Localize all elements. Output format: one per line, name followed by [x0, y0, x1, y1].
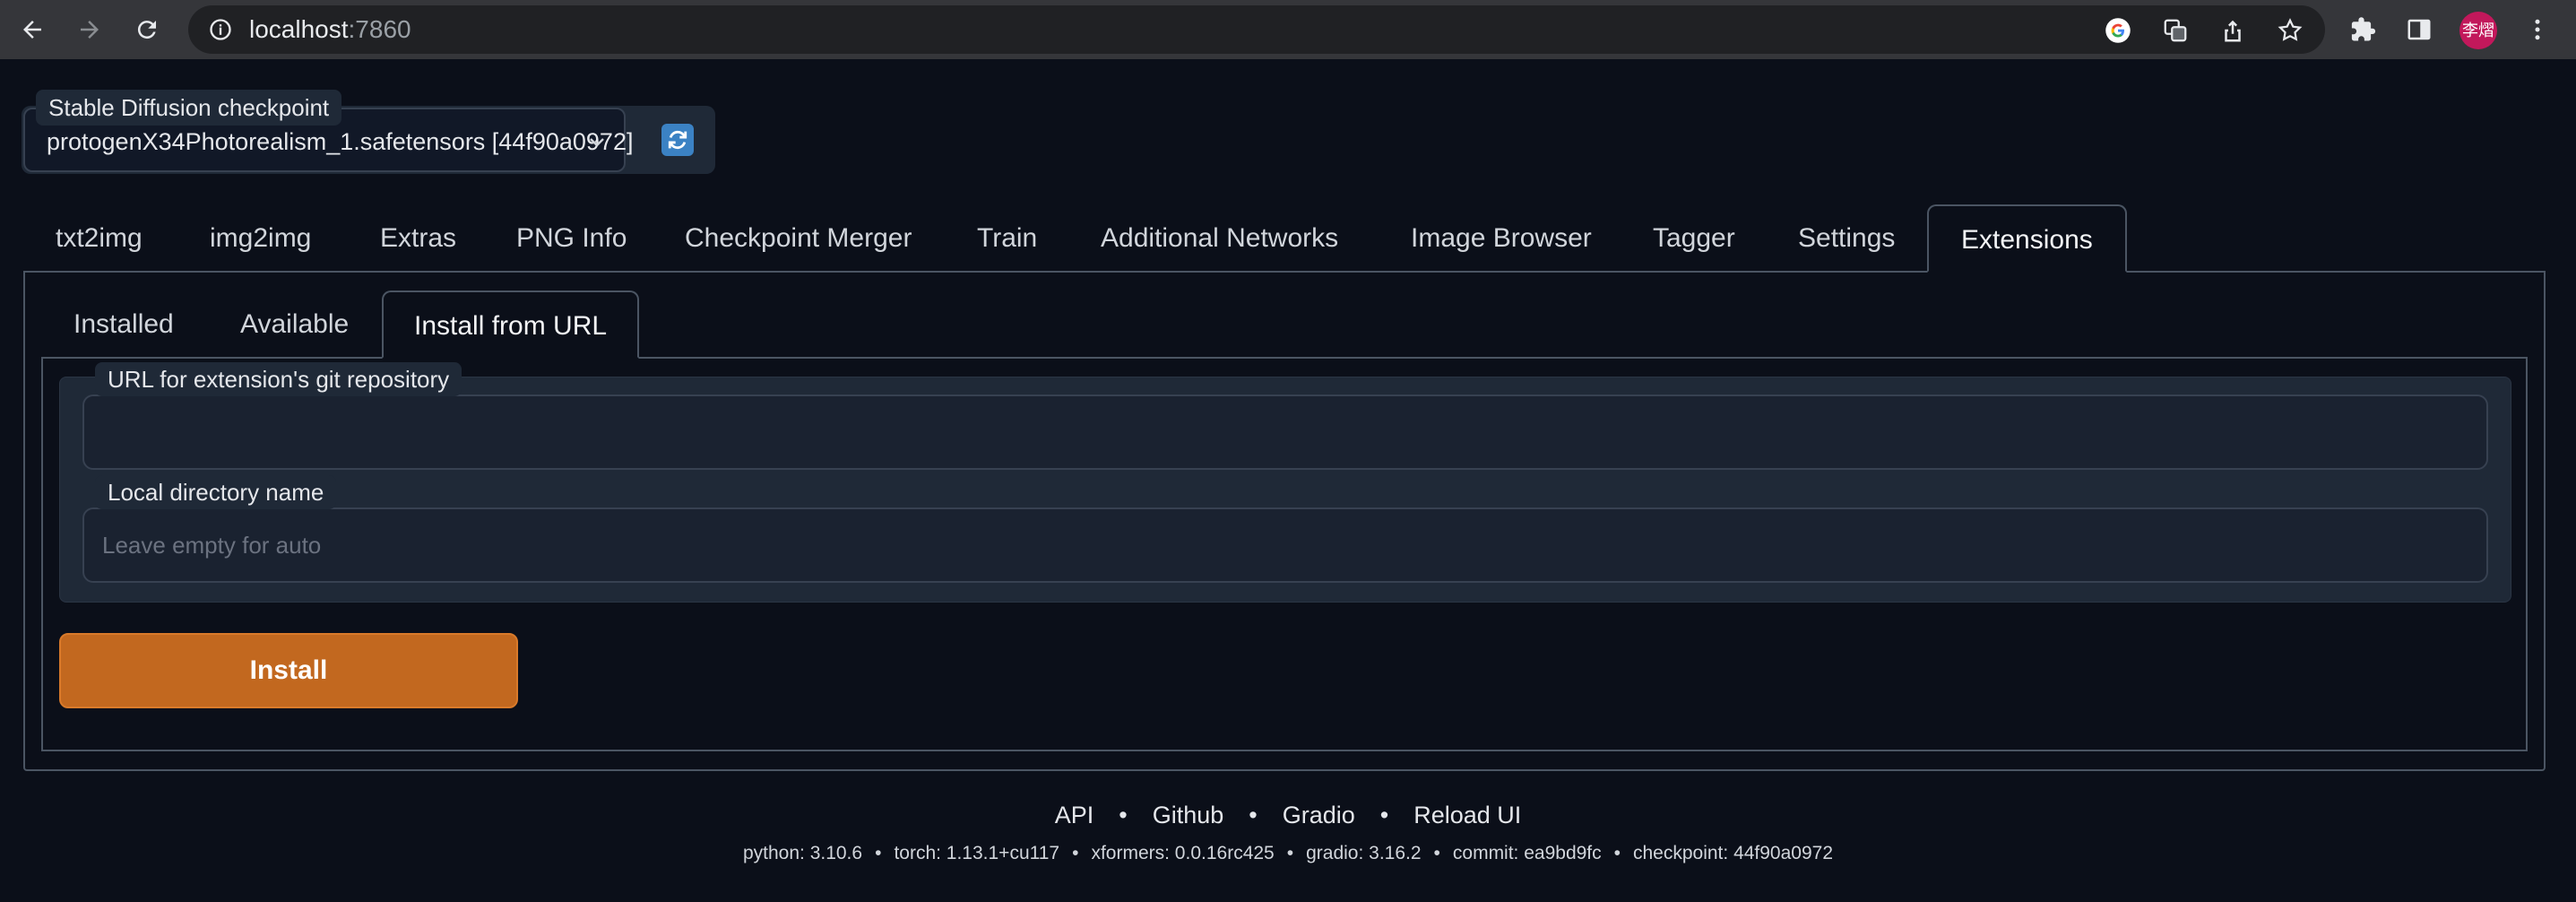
tab-img2img[interactable]: img2img — [210, 223, 312, 253]
directory-field-label: Local directory name — [95, 475, 337, 509]
commit-hash: commit: ea9bd9fc — [1452, 843, 1602, 863]
tab-available[interactable]: Available — [240, 309, 350, 339]
google-icon[interactable] — [2105, 17, 2131, 44]
address-bar[interactable]: localhost:7860 — [188, 5, 2325, 54]
tab-image-browser[interactable]: Image Browser — [1411, 223, 1592, 253]
checkpoint-hash: checkpoint: 44f90a0972 — [1633, 843, 1834, 863]
tab-extensions[interactable]: Extensions — [1927, 204, 2127, 273]
xformers-version: xformers: 0.0.16rc425 — [1091, 843, 1275, 863]
gradio-version: gradio: 3.16.2 — [1306, 843, 1422, 863]
install-from-url-panel — [41, 357, 2528, 751]
refresh-checkpoints-button[interactable] — [661, 124, 694, 156]
python-version: python: 3.10.6 — [742, 843, 863, 863]
tab-extras[interactable]: Extras — [380, 223, 457, 253]
side-panel-icon[interactable] — [2404, 14, 2434, 45]
url-field-label: URL for extension's git repository — [95, 362, 462, 396]
local-directory-input[interactable] — [82, 507, 2488, 583]
kebab-menu-icon[interactable] — [2522, 14, 2553, 45]
forward-arrow-icon[interactable] — [72, 12, 108, 48]
checkpoint-label: Stable Diffusion checkpoint — [36, 90, 342, 126]
browser-toolbar: localhost:7860 李熠 — [0, 0, 2576, 59]
tab-settings[interactable]: Settings — [1798, 223, 1896, 253]
reload-ui-link[interactable]: Reload UI — [1413, 802, 1522, 828]
tab-tagger[interactable]: Tagger — [1653, 223, 1735, 253]
tab-train[interactable]: Train — [977, 223, 1038, 253]
tab-txt2img[interactable]: txt2img — [56, 223, 143, 253]
back-arrow-icon[interactable] — [14, 12, 50, 48]
refresh-icon — [668, 130, 687, 150]
extensions-puzzle-icon[interactable] — [2348, 14, 2379, 45]
url-host: localhost — [249, 15, 349, 43]
extensions-panel — [23, 271, 2546, 771]
tab-png-info[interactable]: PNG Info — [516, 223, 627, 253]
url-text: localhost:7860 — [249, 5, 411, 54]
site-info-icon[interactable] — [208, 17, 233, 42]
tab-additional-networks[interactable]: Additional Networks — [1101, 223, 1339, 253]
translate-icon[interactable] — [2162, 17, 2189, 44]
share-icon[interactable] — [2219, 17, 2246, 44]
tab-checkpoint-merger[interactable]: Checkpoint Merger — [685, 223, 912, 253]
gradio-link[interactable]: Gradio — [1282, 802, 1355, 828]
version-info: python: 3.10.6•torch: 1.13.1+cu117•xform… — [742, 843, 1834, 863]
footer-links: API•Github•Gradio•Reload UI — [1054, 802, 1522, 828]
chevron-down-icon — [586, 131, 608, 152]
reload-icon[interactable] — [129, 12, 165, 48]
bookmark-star-icon[interactable] — [2277, 17, 2304, 44]
tab-installed[interactable]: Installed — [73, 309, 174, 339]
git-url-input[interactable] — [82, 395, 2488, 470]
api-link[interactable]: API — [1054, 802, 1094, 828]
profile-avatar[interactable]: 李熠 — [2459, 12, 2497, 49]
url-port: :7860 — [348, 15, 411, 43]
checkpoint-value: protogenX34Photorealism_1.safetensors [4… — [47, 128, 634, 155]
install-button[interactable]: Install — [59, 633, 518, 708]
github-link[interactable]: Github — [1152, 802, 1224, 828]
torch-version: torch: 1.13.1+cu117 — [894, 843, 1060, 863]
tab-install-from-url[interactable]: Install from URL — [382, 291, 640, 359]
